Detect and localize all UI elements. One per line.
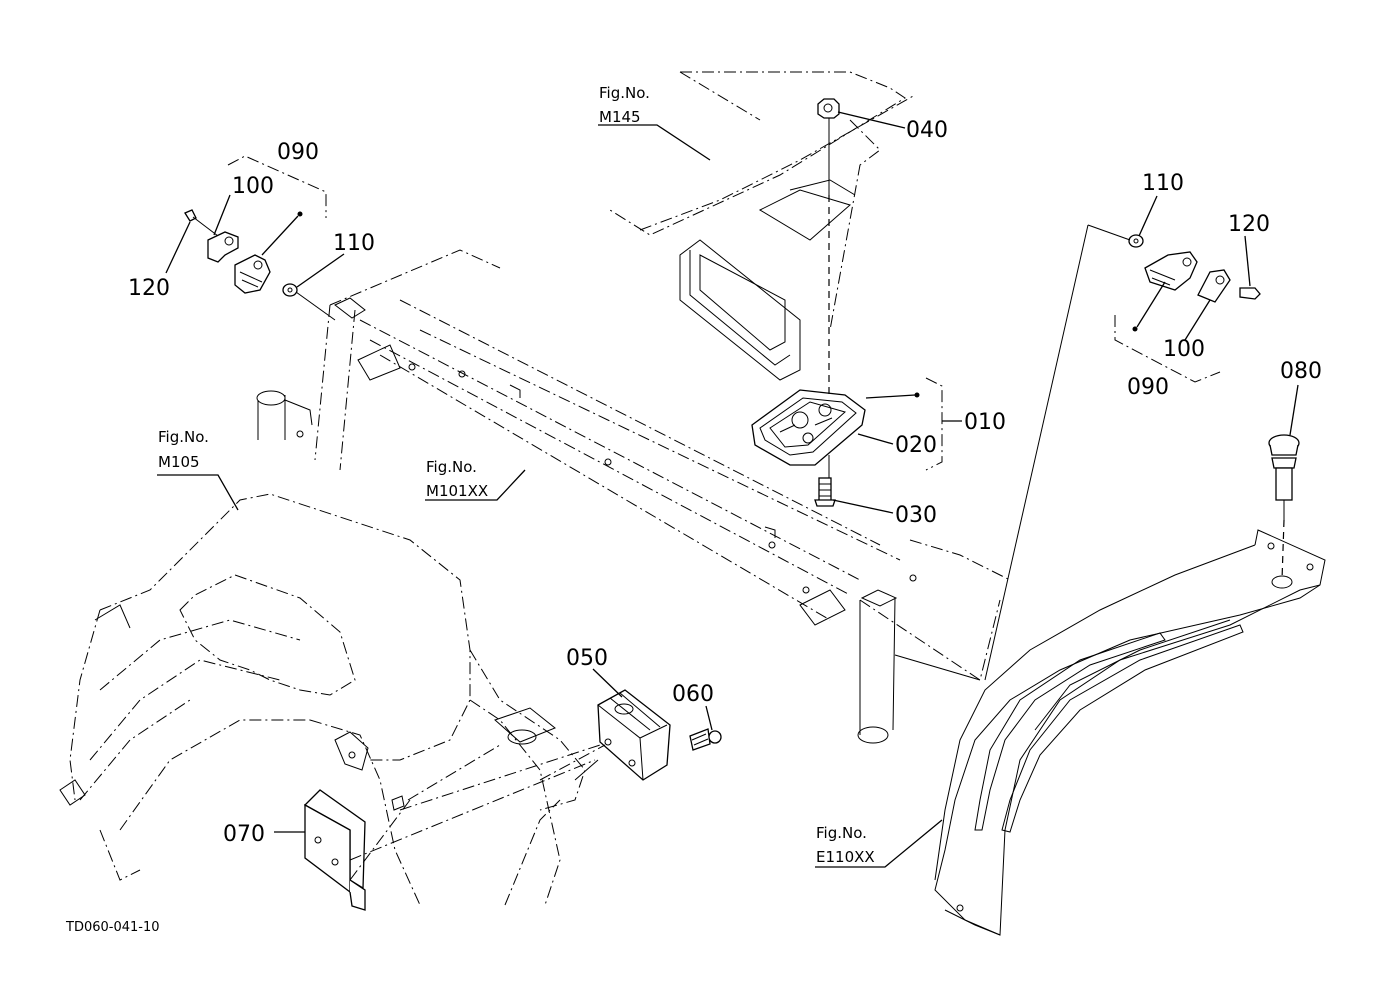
callout-left-120: 120 <box>128 276 170 301</box>
callout-030: 030 <box>895 503 937 528</box>
callout-left-110: 110 <box>333 231 375 256</box>
fig-m145-line2: M145 <box>599 108 641 126</box>
callout-right-110: 110 <box>1142 171 1184 196</box>
fig-m101xx-line1: Fig.No. <box>426 458 477 476</box>
callout-020: 020 <box>895 433 937 458</box>
left-hinge-group <box>184 209 336 321</box>
part-040-nut <box>817 98 840 119</box>
fig-m105-line1: Fig.No. <box>158 428 209 446</box>
fig-e110xx-line1: Fig.No. <box>816 824 867 842</box>
lamp-assembly <box>751 389 866 466</box>
callout-right-120: 120 <box>1228 212 1270 237</box>
part-030-bolt <box>814 477 836 507</box>
right-hinge-group <box>1128 234 1261 303</box>
part-070-bracket <box>303 789 366 911</box>
fig-labels: Fig.No. M145 Fig.No. M105 Fig.No. M101XX… <box>158 84 875 866</box>
fig-m101xx-line2: M101XX <box>426 482 488 500</box>
callout-040: 040 <box>906 118 948 143</box>
part-050-block <box>597 689 671 781</box>
left-fender <box>59 493 586 906</box>
part-060-bolt <box>689 728 722 751</box>
callout-010: 010 <box>964 410 1006 435</box>
fig-m105-line2: M105 <box>158 453 200 471</box>
callout-left-090: 090 <box>277 140 319 165</box>
drawing-code: TD060-041-10 <box>65 920 160 935</box>
fig-e110xx-line2: E110XX <box>816 848 875 866</box>
part-callouts: 040 010 020 030 050 060 070 080 090 100 … <box>128 118 1322 847</box>
upper-frame-outline <box>609 71 916 381</box>
crossbar-frame <box>256 249 1011 744</box>
callout-right-090: 090 <box>1127 375 1169 400</box>
callout-050: 050 <box>566 646 608 671</box>
part-080-pin <box>1268 434 1300 581</box>
callout-080: 080 <box>1280 359 1322 384</box>
leader-lines <box>157 111 1299 881</box>
callout-right-100: 100 <box>1163 337 1205 362</box>
fig-m145-line1: Fig.No. <box>599 84 650 102</box>
callout-060: 060 <box>672 682 714 707</box>
callout-left-100: 100 <box>232 174 274 199</box>
callout-070: 070 <box>223 822 265 847</box>
right-bracket <box>934 529 1326 936</box>
